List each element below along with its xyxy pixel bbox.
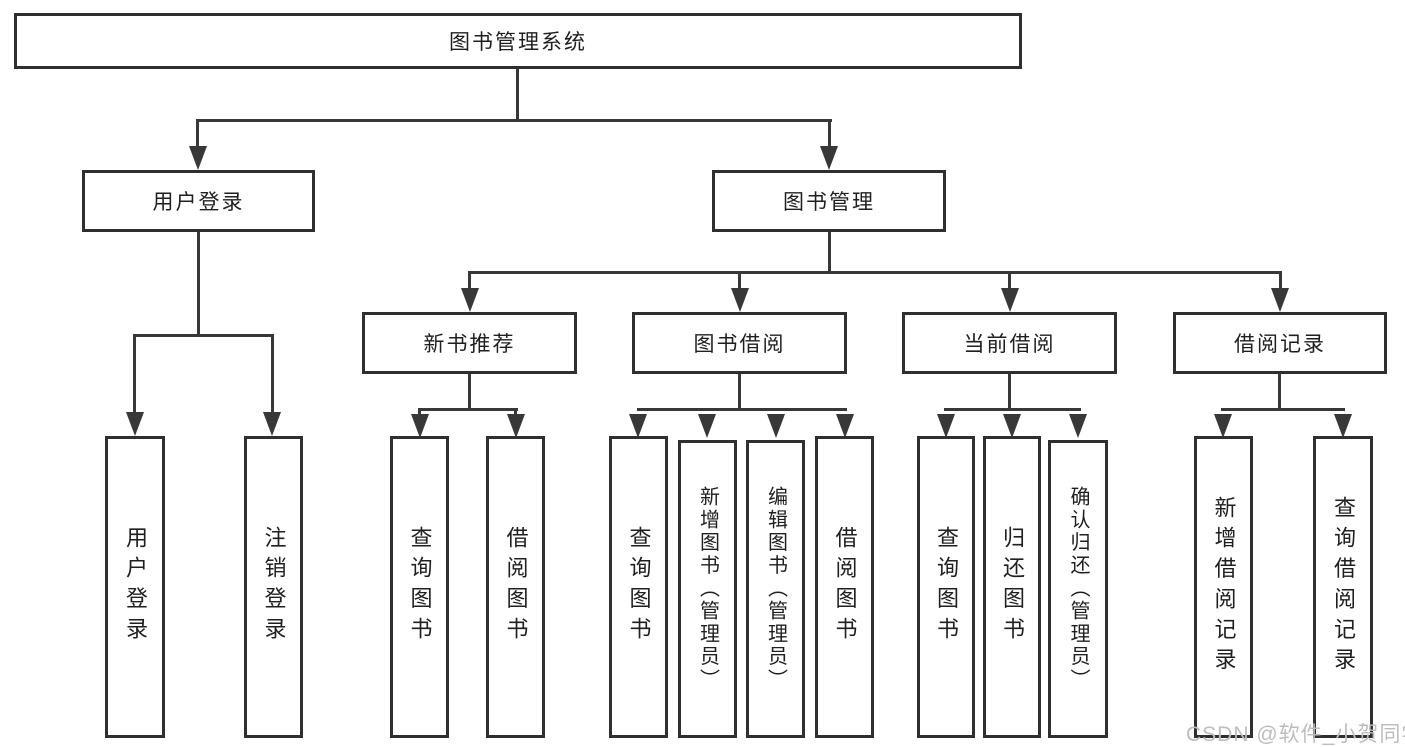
connector-line: [514, 408, 517, 417]
watermark: CSDN @软件_小贺同学: [1186, 723, 1405, 746]
arrowhead-icon: [263, 412, 281, 436]
arrowhead-icon: [1214, 414, 1232, 438]
leaf-record-query-label: 查询借阅记录: [1331, 495, 1356, 679]
node-book-mgmt-label: 图书管理: [783, 191, 875, 214]
node-user-login: 用户登录: [82, 170, 315, 232]
connector-line: [469, 271, 1282, 274]
arrowhead-icon: [189, 146, 207, 170]
connector-line: [1278, 374, 1281, 411]
connector-line: [944, 408, 1081, 411]
leaf-borrow-query-label: 查询图书: [626, 526, 652, 648]
leaf-newbook-borrow-label: 借阅图书: [503, 526, 529, 648]
leaf-borrow-add-label: 新增图书（管理员）: [696, 486, 719, 692]
connector-line: [468, 271, 471, 291]
connector-line: [197, 232, 200, 337]
node-book-borrow: 图书借阅: [632, 312, 847, 374]
node-borrow-record-label: 借阅记录: [1234, 333, 1326, 356]
leaf-current-query: 查询图书: [917, 436, 975, 738]
arrowhead-icon: [731, 288, 749, 312]
leaf-current-return: 归还图书: [983, 436, 1041, 738]
leaf-newbook-query-label: 查询图书: [407, 526, 433, 648]
leaf-user-login-label: 用户登录: [123, 526, 148, 648]
leaf-borrow-add: 新增图书（管理员）: [678, 440, 737, 738]
leaf-record-add-label: 新增借阅记录: [1211, 495, 1237, 679]
node-book-borrow-label: 图书借阅: [693, 333, 786, 356]
arrowhead-icon: [698, 414, 716, 438]
node-current-borrow: 当前借阅: [902, 312, 1117, 374]
connector-line: [133, 334, 136, 414]
leaf-borrow-borrow: 借阅图书: [815, 436, 874, 738]
connector-line: [1008, 374, 1011, 411]
arrowhead-icon: [461, 288, 479, 312]
arrowhead-icon: [820, 146, 838, 170]
leaf-newbook-borrow: 借阅图书: [486, 436, 545, 738]
connector-line: [828, 232, 831, 274]
leaf-record-query: 查询借阅记录: [1313, 436, 1373, 738]
connector-line: [738, 374, 741, 411]
connector-line: [516, 69, 519, 121]
node-root-label: 图书管理系统: [449, 31, 587, 54]
arrowhead-icon: [629, 414, 647, 438]
arrowhead-icon: [836, 414, 854, 438]
arrowhead-icon: [1271, 288, 1289, 312]
connector-line: [1221, 408, 1345, 411]
leaf-current-query-label: 查询图书: [934, 526, 959, 648]
leaf-borrow-query: 查询图书: [609, 436, 668, 738]
leaf-record-add: 新增借阅记录: [1194, 436, 1253, 738]
connector-line: [196, 119, 199, 149]
arrowhead-icon: [1334, 414, 1352, 438]
connector-line: [738, 271, 741, 291]
arrowhead-icon: [767, 414, 785, 438]
node-current-borrow-label: 当前借阅: [963, 333, 1056, 356]
leaf-logout-label: 注销登录: [261, 526, 287, 648]
leaf-borrow-borrow-label: 借阅图书: [832, 526, 858, 648]
arrowhead-icon: [937, 414, 955, 438]
node-borrow-record: 借阅记录: [1173, 312, 1387, 374]
connector-line: [133, 334, 274, 337]
connector-line: [1279, 271, 1282, 291]
node-book-mgmt: 图书管理: [712, 170, 946, 232]
connector-line: [418, 408, 518, 411]
connector-line: [828, 119, 831, 149]
leaf-current-confirm: 确认归还（管理员）: [1048, 440, 1108, 738]
node-user-login-label: 用户登录: [152, 191, 245, 214]
node-root: 图书管理系统: [14, 13, 1022, 69]
connector-line: [468, 374, 471, 411]
arrowhead-icon: [1003, 414, 1021, 438]
arrowhead-icon: [126, 412, 144, 436]
leaf-current-confirm-label: 确认归还（管理员）: [1067, 486, 1089, 692]
leaf-user-login: 用户登录: [105, 436, 165, 738]
arrowhead-icon: [507, 414, 525, 438]
arrowhead-icon: [1069, 414, 1087, 438]
arrowhead-icon: [1001, 288, 1019, 312]
connector-line: [196, 119, 832, 122]
leaf-borrow-edit-label: 编辑图书（管理员）: [764, 486, 787, 692]
leaf-borrow-edit: 编辑图书（管理员）: [746, 440, 805, 738]
connector-line: [418, 408, 421, 417]
arrowhead-icon: [411, 414, 429, 438]
node-new-book-rec-label: 新书推荐: [423, 333, 516, 356]
node-new-book-rec: 新书推荐: [362, 312, 577, 374]
leaf-current-return-label: 归还图书: [1000, 526, 1025, 648]
leaf-newbook-query: 查询图书: [390, 436, 449, 738]
connector-line: [1008, 271, 1011, 291]
connector-line: [637, 408, 847, 411]
connector-line: [271, 334, 274, 414]
leaf-logout: 注销登录: [244, 436, 303, 738]
